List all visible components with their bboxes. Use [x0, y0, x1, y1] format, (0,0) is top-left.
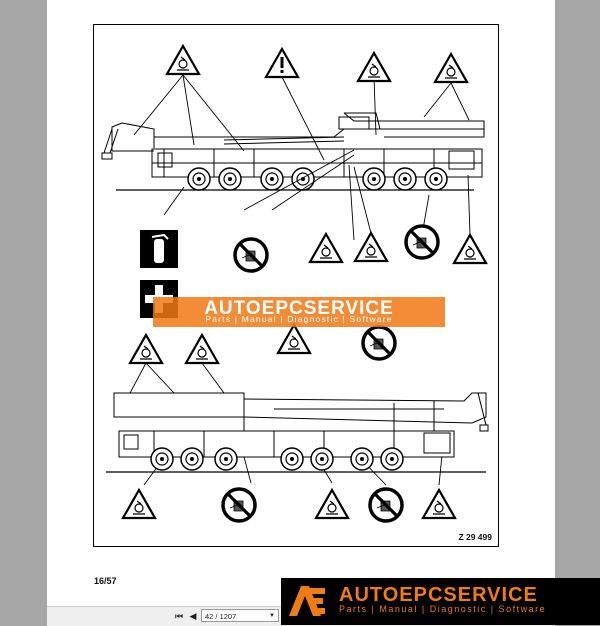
no-entry-prohibition-icon: [233, 237, 269, 273]
brand-banner: AUTOEPCSERVICE Parts | Manual | Diagnost…: [281, 578, 600, 625]
fall-hazard-warning-icon: [356, 51, 392, 83]
brand-logo-icon: [289, 586, 325, 616]
no-entry-prohibition-icon-2: [221, 487, 257, 523]
watermark-subtitle: Parts | Manual | Diagnostic | Software: [205, 314, 393, 324]
figure-code: Z 29 499: [458, 532, 492, 542]
drawing-frame: Z 29 499: [93, 24, 499, 547]
fall-hazard-warning-icon-2: [184, 333, 220, 365]
fire-hazard-warning-icon-2: [314, 488, 350, 520]
chevron-down-icon: ▼: [269, 613, 275, 619]
no-access-prohibition-icon-2: [368, 487, 404, 523]
banner-title: AUTOEPCSERVICE: [339, 584, 538, 606]
upper-crane-illustration: [101, 112, 485, 191]
page-number-select[interactable]: 42 / 1207 ▼: [201, 609, 279, 622]
no-climbing-prohibition-icon: [404, 224, 440, 260]
page-reference: 16/57: [94, 576, 117, 586]
crush-hazard-warning-icon-5: [421, 488, 457, 520]
page-number-value: 42 / 1207: [205, 612, 237, 621]
fire-hazard-warning-icon: [308, 232, 344, 264]
upper-leader-lines: [133, 74, 471, 246]
flammable-warning-icon: [276, 323, 312, 355]
fire-extinguisher-sign-icon: [140, 230, 178, 268]
first-page-icon[interactable]: ⏮: [174, 611, 184, 621]
crush-hazard-warning-icon-3: [128, 333, 164, 365]
watermark-title: AUTOEPCSERVICE: [204, 298, 394, 319]
entanglement-warning-icon: [353, 231, 389, 263]
crush-hazard-warning-icon-2: [452, 233, 488, 265]
crane-safety-drawing: [101, 44, 489, 523]
no-access-prohibition-icon: [361, 325, 397, 361]
banner-subtitle: Parts | Manual | Diagnostic | Software: [339, 604, 547, 614]
watermark: AUTOEPCSERVICE Parts | Manual | Diagnost…: [153, 297, 445, 327]
lower-leader-lines: [128, 362, 443, 486]
crush-hazard-warning-icon-4: [121, 488, 157, 520]
previous-page-icon[interactable]: ◀: [189, 611, 197, 621]
crush-hazard-warning-icon: [165, 44, 201, 76]
general-warning-icon: [264, 46, 300, 79]
hand-injury-warning-icon: [433, 52, 469, 84]
